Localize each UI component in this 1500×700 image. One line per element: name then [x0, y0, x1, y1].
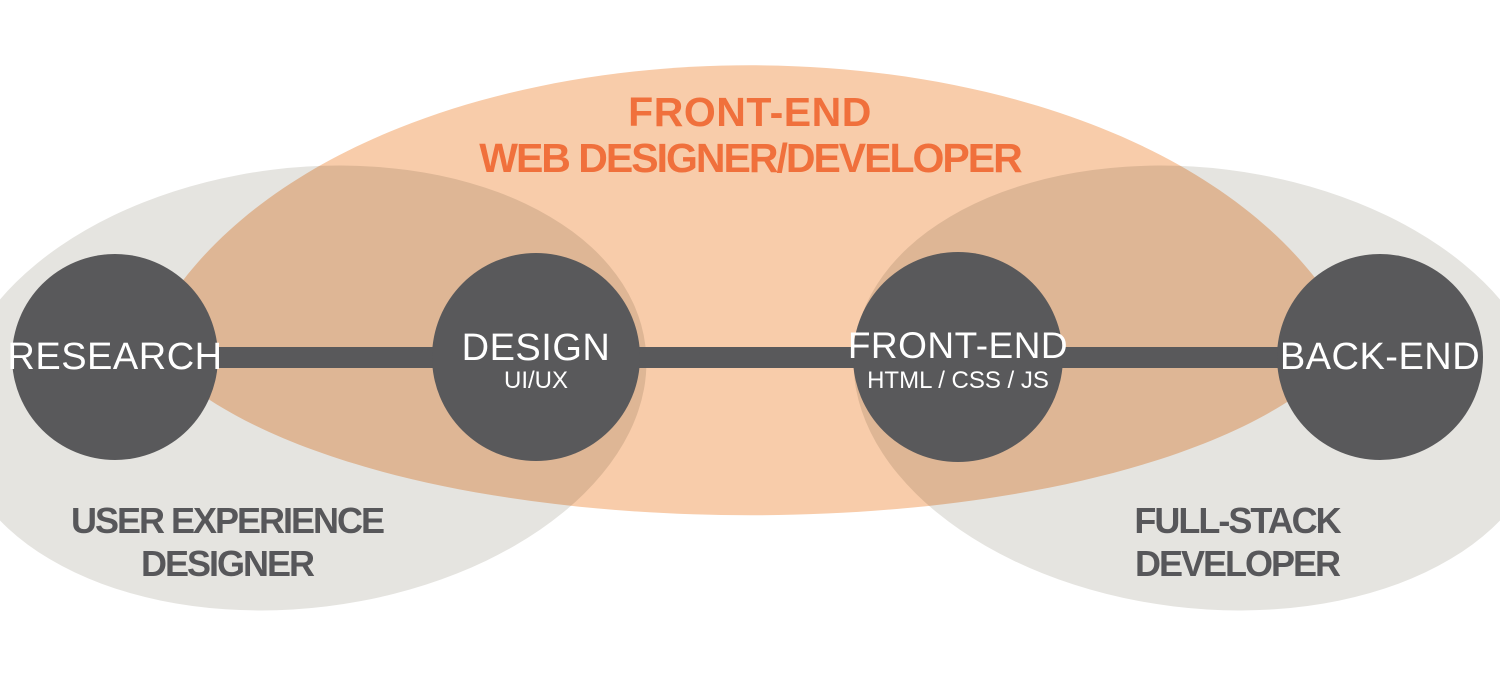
- front-end-label: FRONT-END: [847, 325, 1069, 366]
- design-sublabel: UI/UX: [503, 367, 568, 394]
- design-circle: [432, 253, 640, 461]
- full-stack-label-line1: FULL-STACK: [1134, 500, 1341, 541]
- back-end-circle: [1277, 254, 1483, 460]
- front-end-circle: [853, 252, 1063, 462]
- connector-line: [115, 347, 1380, 368]
- full-stack-label-line2: DEVELOPER: [1134, 543, 1341, 584]
- research-label: RESEARCH: [7, 335, 223, 378]
- back-end-label: BACK-END: [1279, 335, 1481, 378]
- ux-designer-label-line2: DESIGNER: [140, 543, 315, 584]
- design-label: DESIGN: [461, 326, 611, 369]
- ux-designer-label-line1: USER EXPERIENCE: [70, 500, 385, 541]
- research-circle: [12, 254, 218, 460]
- front-end-zone-title-line2: WEB DESIGNER/DEVELOPER: [479, 134, 1022, 181]
- front-end-zone-title-line1: FRONT-END: [628, 88, 872, 135]
- front-end-sublabel: HTML / CSS / JS: [867, 367, 1049, 394]
